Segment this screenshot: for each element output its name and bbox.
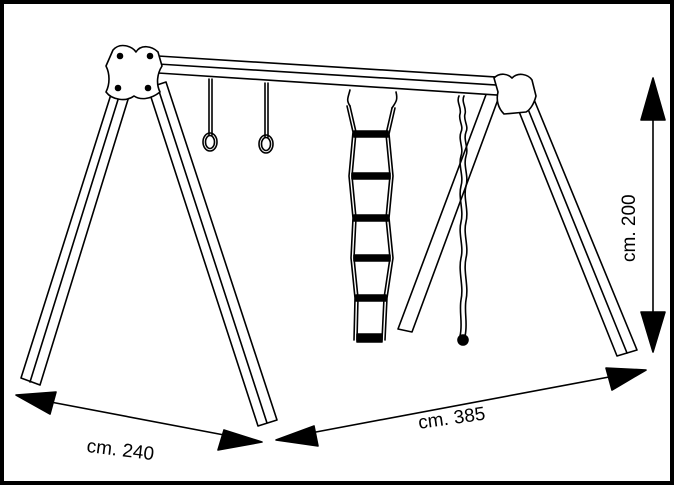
dimension-arrow-240 [15,391,263,451]
dimension-arrow-200 [640,77,666,353]
height-dimension-label: cm. 200 [619,194,640,262]
left-front-leg-edge [29,89,122,383]
top-beam-edge [157,63,513,87]
back-right-leg [397,91,501,333]
right-bracket [493,73,537,115]
climbing-rope [457,95,469,346]
gym-rings [202,78,274,154]
rope-ladder [346,89,398,343]
dimension-arrow-385 [275,367,647,447]
right-front-leg-edge [516,81,628,354]
bolt-icon [116,52,124,60]
top-beam [157,55,513,97]
bolt-icon [146,52,154,60]
left-rear-leg-edge [156,84,268,424]
bolt-icon [114,84,122,92]
bolt-icon [144,84,152,92]
swing-set-drawing [15,44,666,451]
left-bracket [105,44,163,101]
